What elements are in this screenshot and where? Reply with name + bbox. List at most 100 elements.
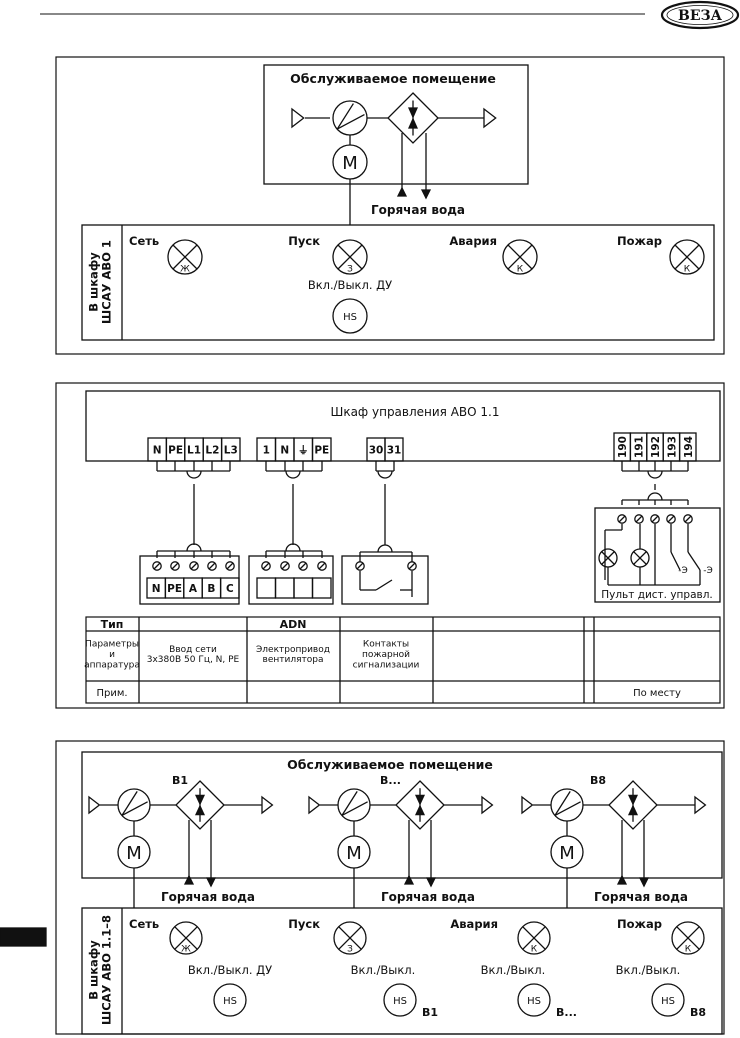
d2-ext1-screw-icon-slot: [208, 562, 216, 570]
d2-table: [85, 616, 721, 704]
d2-remote-btn2-label: -Э: [703, 566, 713, 576]
d2-ext2-cell: [274, 577, 295, 599]
d1-room-box: [263, 64, 529, 185]
diagram2-frame: [55, 382, 725, 709]
d3-switch-2-label: Вкл./Выкл.: [481, 963, 546, 977]
d1-outlet-arrow-icon: [483, 107, 497, 129]
d3-hs-switch-1-icon: [383, 983, 417, 1017]
d3-unit2-fan-blade: [554, 801, 581, 816]
d3-unit1-motor-label: M: [346, 843, 362, 864]
d2-term-g1-label: PE: [168, 445, 183, 457]
d2-term-g2-label: 1: [263, 445, 270, 457]
d2-term-g3-label: 31: [387, 445, 402, 457]
d3-hs-3-label: HS: [661, 996, 675, 1007]
d2-ext3-screw-icon-slot: [356, 562, 364, 570]
d2-cabinet-title: Шкаф управления АВО 1.1: [330, 405, 499, 419]
d3-unit0-pipe-up-icon: [183, 874, 195, 885]
d2-remote-screw-icon-slot: [635, 515, 643, 523]
d3-unit1-fan-blade: [341, 791, 358, 816]
d1-hx-arrow: [407, 117, 419, 129]
d3-unit1-pipe-down-icon: [425, 877, 437, 888]
d1-lamp-2-lamp-icon: [502, 239, 538, 275]
d2-remote-btn1-label: -Э: [678, 566, 688, 576]
d2-remote-screw-icon-slot: [651, 515, 659, 523]
d1-lamp-2-cross: [507, 244, 533, 270]
d3-hs-switch-2-icon: [517, 983, 551, 1017]
d3-unit2-motor-label: M: [559, 843, 575, 864]
d2-term-g3-label: 30: [369, 445, 384, 457]
d3-unit0-fan-icon: [117, 788, 151, 822]
d3-unit0-hx-arrow: [194, 804, 206, 816]
d3-lamp-0-cross: [174, 926, 198, 950]
brand-name: ВЕЗА: [678, 8, 723, 24]
d3-room-box: [81, 751, 723, 879]
d2-table-note-value: По месту: [633, 688, 681, 699]
d1-cabinet-box: [81, 224, 715, 341]
d2-ext1-screw-icon-slot: [226, 562, 234, 570]
d3-lamp-3-cross: [676, 926, 700, 950]
d1-fan-icon: [332, 100, 368, 136]
d2-ext3-box: [341, 555, 429, 605]
d3-unit1-fan-icon: [337, 788, 371, 822]
d3-lamp-3-code: К: [685, 945, 692, 955]
d2-ext1-term-label: N: [152, 583, 161, 595]
d1-pipe-down-icon: [420, 189, 432, 200]
d3-unit1-pipe-up-icon: [403, 874, 415, 885]
diagram1-frame: [55, 56, 725, 355]
d1-lamp-2-label: Авария: [449, 234, 497, 248]
d1-lamp-3-lamp-icon: [669, 239, 705, 275]
d2-remote-lamp2-cross: [633, 551, 647, 565]
d3-lamp-1-code: З: [347, 945, 353, 955]
d3-switch-3-tag: B8: [690, 1006, 706, 1019]
d2-ext2-box: [248, 555, 334, 605]
d2-remote-btn2: [687, 551, 701, 571]
d1-room-title: Обслуживаемое помещение: [290, 71, 496, 86]
d2-w4-junction: [647, 470, 663, 479]
d3-unit2-fan-icon: [550, 788, 584, 822]
d2-ext2-screw-icon-slot: [262, 562, 270, 570]
d1-inlet-arrow-icon: [291, 107, 305, 129]
d3-switch-2-tag: B...: [556, 1006, 577, 1019]
d3-unit2-inlet-arrow-icon: [521, 795, 534, 815]
d2-term-g4-label: 193: [666, 436, 678, 458]
d1-fan-blade: [336, 103, 354, 130]
d3-lamp-3-label: Пожар: [617, 917, 662, 931]
d2-contact-blade: [375, 579, 393, 591]
d2-table-type-header: Тип: [101, 618, 124, 631]
d3-switch-3-label: Вкл./Выкл.: [616, 963, 681, 977]
d2-ext1-term-cell: [219, 577, 240, 599]
d1-lamp-0-lamp-icon: [167, 239, 203, 275]
d2-table-note-label: Прим.: [96, 688, 127, 699]
d3-unit0-inlet-arrow-icon: [88, 795, 101, 815]
d1-lamp-1-code: З: [347, 264, 353, 274]
d3-unit1-hx-arrow: [414, 794, 426, 806]
d3-unit1-hx-arrow: [414, 804, 426, 816]
d3-unit1-heat-exchanger-icon: [395, 780, 445, 830]
d3-unit2-heat-exchanger-icon: [608, 780, 658, 830]
d1-lamp-1-label: Пуск: [288, 234, 320, 248]
d3-unit1-outlet-arrow-icon: [481, 795, 494, 815]
d3-unit0-hx-arrow: [194, 794, 206, 806]
d3-lamp-0-label: Сеть: [129, 917, 159, 931]
d3-unit2-fan-blade: [554, 791, 571, 816]
d2-term-g4-label: 192: [650, 436, 662, 458]
d3-lamp-2-cross: [522, 926, 546, 950]
d3-lamp-0-code: Ж: [181, 945, 191, 955]
d3-unit0-pipe-down-icon: [205, 877, 217, 888]
d3-lamp-1-lamp-icon: [333, 921, 367, 955]
brand-logo-icon: [660, 0, 740, 30]
d2-term-g2-label: PE: [314, 445, 329, 457]
d1-cabinet-label: В шкафуШСАУ АВО 1: [86, 240, 113, 324]
d3-switch-1-tag: B1: [422, 1006, 438, 1019]
d1-lamp-0-code: Ж: [180, 264, 190, 274]
d1-switch-label: Вкл./Выкл. ДУ: [308, 278, 392, 292]
brand-logo-ring: [666, 5, 734, 25]
d3-lamp-1-cross: [338, 926, 362, 950]
d3-unit0-tag: B1: [172, 774, 188, 787]
d2-w2-junction: [285, 470, 301, 479]
d2-term-g4-label: 194: [683, 436, 695, 458]
d3-lamp-0-lamp-icon: [169, 921, 203, 955]
d3-hs-2-label: HS: [527, 996, 541, 1007]
d2-remote-screw-icon-slot: [684, 515, 692, 523]
